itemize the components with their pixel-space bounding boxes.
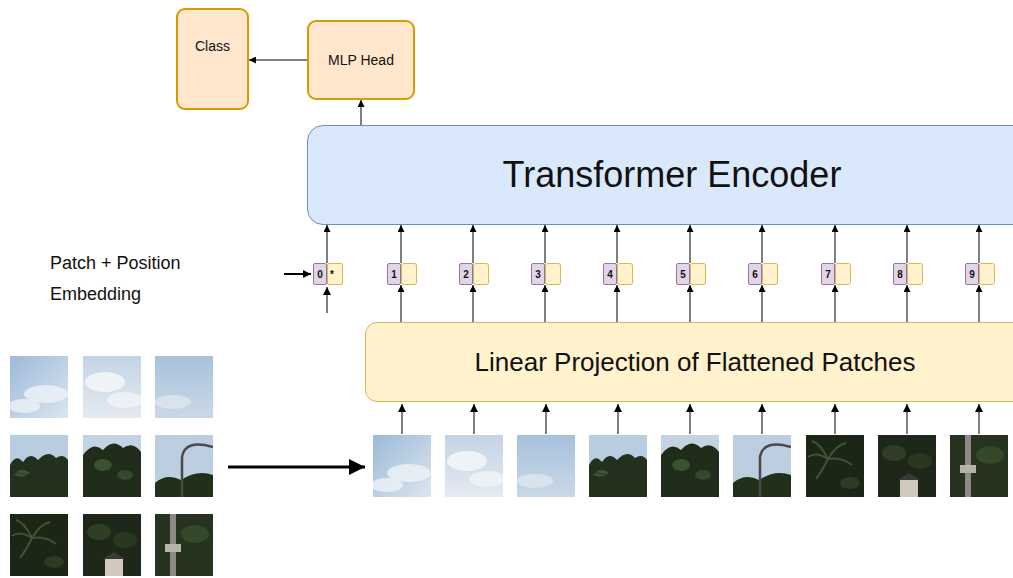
image-patch: [155, 514, 213, 576]
image-patch: [517, 435, 575, 497]
projection-box: Linear Projection of Flattened Patches: [365, 322, 1013, 402]
image-patch: [445, 435, 505, 497]
image-patch: [661, 435, 719, 497]
connector-arrow: [690, 285, 691, 322]
patch-arrow: [690, 404, 691, 434]
patch-arrow: [835, 404, 836, 434]
position-token: 6: [748, 263, 762, 285]
image-patch: [10, 514, 68, 576]
embedding-cell: *: [327, 263, 343, 285]
node-text: MLP Head: [328, 52, 394, 68]
patch-arrow: [907, 404, 908, 434]
encoder-box: Transformer Encoder: [307, 125, 1013, 225]
connector-arrow: [473, 225, 474, 263]
embedding-cell: [546, 264, 561, 285]
connector-arrow: [361, 100, 362, 125]
image-patch: [371, 435, 431, 497]
node-text: 0: [317, 269, 323, 280]
connector-arrow: [762, 225, 763, 263]
token-input-arrow: [327, 287, 328, 313]
patch-arrow: [979, 404, 980, 434]
node-text: 1: [391, 269, 397, 280]
patch-arrow: [402, 404, 403, 434]
position-token: 7: [821, 263, 835, 285]
flow-arrow: [228, 466, 365, 469]
position-token: 4: [603, 263, 617, 285]
node-text: 2: [463, 269, 469, 280]
patch-arrow: [474, 404, 475, 434]
annotation-label: Patch + Position Embedding: [50, 248, 240, 310]
image-patch: [806, 435, 864, 497]
embedding-cells: [402, 264, 995, 285]
node-text: 6: [752, 269, 758, 280]
node-text: Transformer Encoder: [503, 154, 842, 196]
image-patch: [155, 356, 213, 418]
node-text: 7: [825, 269, 831, 280]
image-patch: [589, 435, 647, 497]
mlp-box: MLP Head: [307, 20, 415, 100]
embedding-cell: [474, 264, 489, 285]
position-token: 2: [459, 263, 473, 285]
connector-arrow: [545, 225, 546, 263]
image-patch: [878, 435, 936, 497]
output-box: Class: [176, 8, 249, 110]
connector-arrow: [617, 225, 618, 263]
image-patch: [83, 514, 141, 576]
connector-arrow: [979, 285, 980, 322]
connector-arrow: [327, 225, 328, 263]
position-token: 5: [676, 263, 690, 285]
patch-arrows: [402, 404, 979, 434]
connector-arrow: [835, 285, 836, 322]
connector-arrow: [979, 225, 980, 263]
patch-arrow: [618, 404, 619, 434]
node-text: 8: [897, 269, 903, 280]
position-token: 1: [387, 263, 401, 285]
node-text: *: [330, 269, 334, 280]
node-text: Linear Projection of Flattened Patches: [475, 347, 916, 378]
embedding-cell: [691, 264, 706, 285]
image-patch: [155, 435, 213, 497]
embedding-cell: [763, 264, 778, 285]
node-text: 4: [607, 269, 613, 280]
connector-arrow: [762, 285, 763, 322]
connector-arrow: [690, 225, 691, 263]
node-text: 9: [969, 269, 975, 280]
image-patch: [83, 435, 141, 497]
position-token: 8: [893, 263, 907, 285]
node-text: 3: [535, 269, 541, 280]
connector-arrow: [401, 225, 402, 263]
image-patch: [10, 435, 68, 497]
connector-arrow: [617, 285, 618, 322]
image-patch: [733, 435, 791, 497]
label-text: Patch + Position Embedding: [50, 253, 181, 304]
embedding-cell: [980, 264, 995, 285]
connector-arrow: [473, 285, 474, 322]
embedding-cell: [908, 264, 923, 285]
patch-sequence: [371, 435, 1008, 497]
image-patch: [83, 356, 143, 418]
patch-arrow: [546, 404, 547, 434]
pointer-arrow: [284, 273, 311, 275]
node-text: Class: [195, 38, 230, 54]
embedding-cell: [618, 264, 633, 285]
node-text: 5: [680, 269, 686, 280]
position-token: 9: [965, 263, 979, 285]
position-token: 0: [313, 263, 327, 285]
image-grid: [8, 356, 213, 576]
connector-arrow: [249, 60, 307, 61]
connector-arrow: [835, 225, 836, 263]
patch-arrow: [762, 404, 763, 434]
image-patch: [8, 356, 68, 418]
embedding-cell: [836, 264, 851, 285]
connector-arrow: [401, 285, 402, 322]
embedding-cell: [402, 264, 417, 285]
connector-arrow: [907, 225, 908, 263]
connector-arrow: [545, 285, 546, 322]
connector-arrow: [907, 285, 908, 322]
image-patch: [950, 435, 1008, 497]
position-token: 3: [531, 263, 545, 285]
